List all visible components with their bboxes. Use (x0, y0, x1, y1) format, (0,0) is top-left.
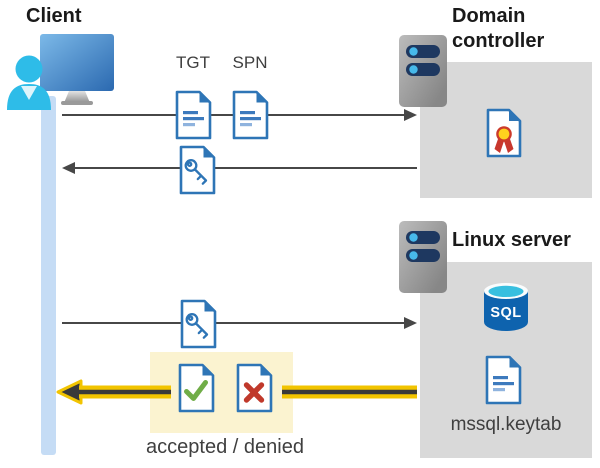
sql-database-icon: SQL (484, 283, 528, 331)
client-lifeline (41, 96, 56, 455)
linux-server-icon (399, 221, 447, 293)
domain-controller-server-icon (399, 35, 447, 107)
domain-controller-title: Domain controller (452, 5, 545, 52)
linux-server-title: Linux server (452, 229, 571, 251)
response-arrow-key (62, 162, 417, 174)
tgt-ticket-document-icon (175, 90, 212, 140)
key-document-icon (179, 145, 216, 195)
keytab-label: mssql.keytab (450, 414, 562, 435)
certificate-icon (486, 108, 522, 158)
accepted-check-document-icon (178, 363, 215, 413)
request-arrow-ticket (62, 317, 417, 329)
client-user-workstation-icon (7, 34, 114, 110)
client-title: Client (26, 5, 82, 27)
denied-x-document-icon (236, 363, 273, 413)
result-label: accepted / denied (146, 436, 304, 458)
spn-label: SPN (232, 53, 268, 72)
keytab-document-icon (485, 355, 522, 405)
tgt-label: TGT (176, 53, 210, 72)
spn-document-icon (232, 90, 269, 140)
sql-badge-label: SQL (490, 305, 521, 321)
key-document-icon (180, 299, 217, 349)
